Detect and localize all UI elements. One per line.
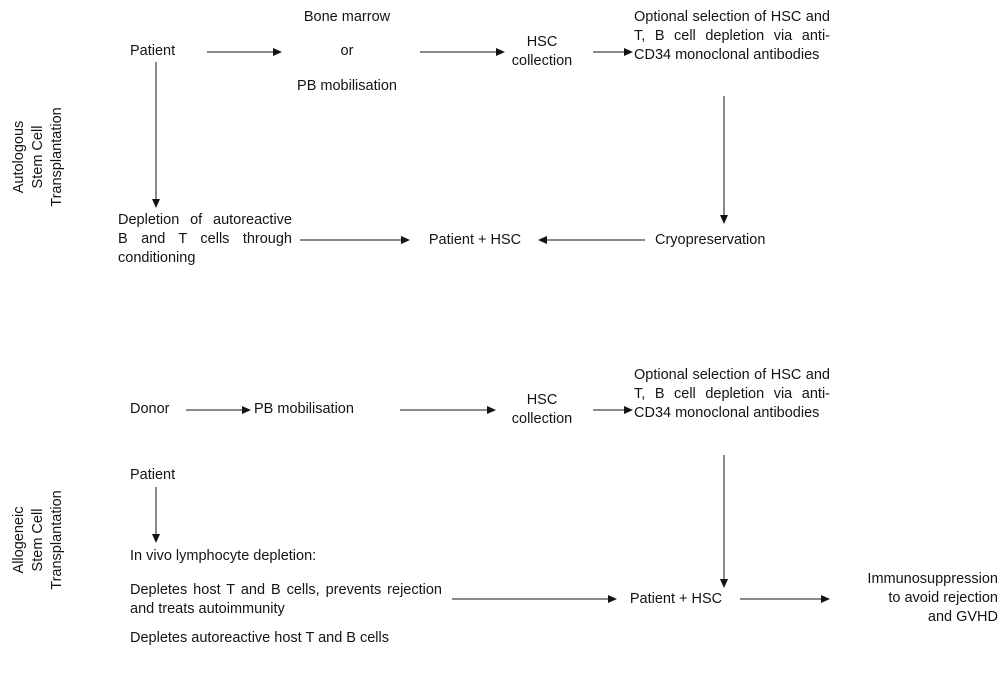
arrow-allogeneic-optional-selection-to-patient-hsc (716, 455, 732, 588)
node-allogeneic-hsc-collection: HSC collection (511, 392, 573, 427)
node-autologous-patient-plus-hsc: Patient + HSC (428, 232, 522, 248)
arrow-autologous-depletion-to-patient-hsc (300, 231, 410, 249)
node-allogeneic-patient: Patient (130, 467, 176, 483)
node-autologous-cryopreservation: Cryopreservation (655, 232, 766, 248)
arrow-autologous-optional-selection-to-cryopreservation (716, 96, 732, 224)
node-autologous-hsc-collection: HSC collection (511, 34, 573, 69)
arrow-autologous-hsc-collection-to-optional-selection (593, 43, 633, 61)
arrow-autologous-patient-to-source (207, 43, 282, 61)
arrow-allogeneic-patient-to-in-vivo-depletion (148, 487, 164, 543)
node-autologous-source-or: or (340, 43, 354, 59)
node-allogeneic-patient-plus-hsc: Patient + HSC (629, 591, 723, 607)
node-autologous-source-pb-mobilisation: PB mobilisation (297, 78, 397, 94)
arrow-autologous-source-to-hsc-collection (420, 43, 505, 61)
autologous-section-label: Autologous Stem Cell Transplantation (11, 107, 65, 207)
node-allogeneic-immunosuppression: Immunosuppression to avoid rejection and… (867, 571, 998, 625)
node-autologous-patient: Patient (130, 43, 176, 59)
node-autologous-depletion-conditioning: Depletion of autoreactive B and T cells … (118, 212, 292, 266)
arrow-allogeneic-donor-to-pb-mobilisation (186, 401, 251, 419)
node-allogeneic-pb-mobilisation: PB mobilisation (254, 401, 354, 417)
node-allogeneic-in-vivo-heading: In vivo lymphocyte depletion: (130, 548, 317, 564)
arrow-allogeneic-pb-mobilisation-to-hsc-collection (400, 401, 496, 419)
node-autologous-optional-selection: Optional selection of HSC and T, B cell … (634, 9, 830, 63)
arrow-allogeneic-patient-hsc-to-immunosuppression (740, 590, 830, 608)
node-allogeneic-optional-selection: Optional selection of HSC and T, B cell … (634, 367, 830, 421)
node-allogeneic-in-vivo-item1: Depletes host T and B cells, prevents re… (130, 582, 442, 617)
arrow-allogeneic-in-vivo-depletion-to-patient-hsc (452, 590, 617, 608)
node-allogeneic-in-vivo-item2: Depletes autoreactive host T and B cells (130, 630, 390, 646)
node-allogeneic-donor: Donor (130, 401, 170, 417)
arrow-autologous-patient-to-depletion (148, 62, 164, 208)
arrow-allogeneic-hsc-collection-to-optional-selection (593, 401, 633, 419)
allogeneic-section-label: Allogeneic Stem Cell Transplantation (11, 490, 65, 590)
arrow-autologous-cryopreservation-to-patient-hsc (538, 231, 645, 249)
node-autologous-source-bone-marrow: Bone marrow (303, 9, 391, 25)
